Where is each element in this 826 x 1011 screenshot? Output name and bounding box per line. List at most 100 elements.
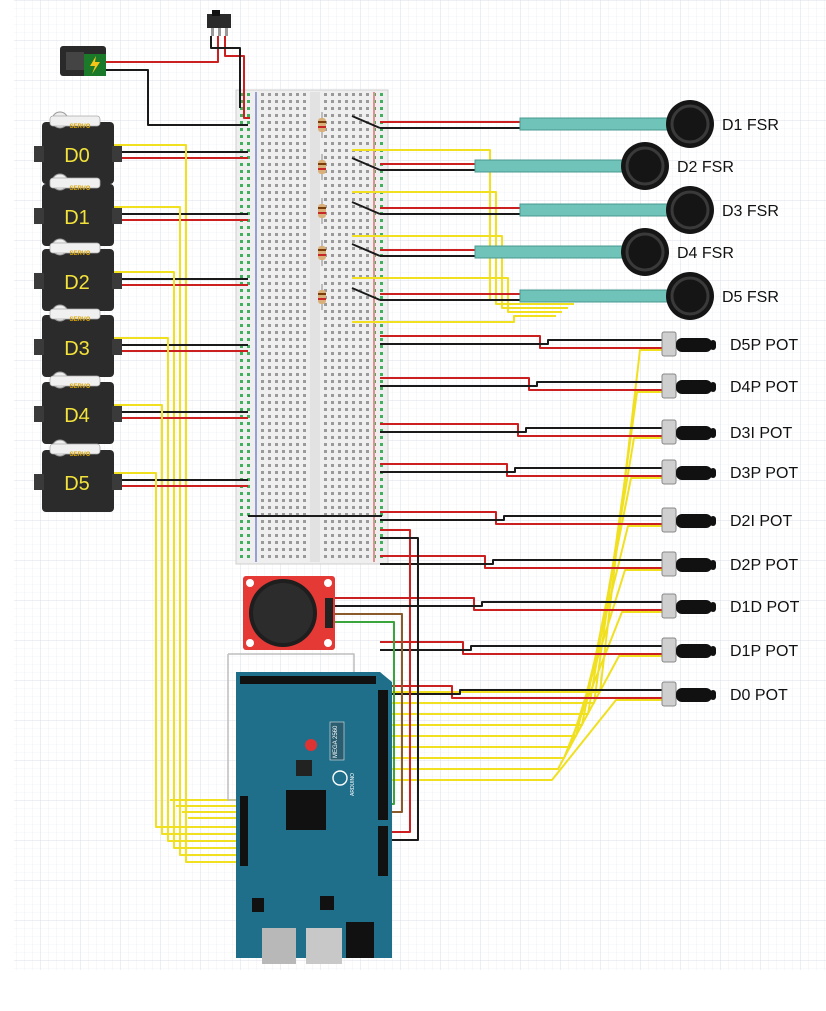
potentiometer-9: D0 POT [661, 681, 788, 707]
fsr-label: D2 FSR [677, 159, 734, 176]
board-model-text: MEGA 2560 [333, 725, 339, 758]
wire [380, 689, 662, 695]
potentiometer-3: D3I POT [661, 419, 792, 445]
servo-brand-text: SERVO [70, 251, 91, 257]
wiring [106, 36, 662, 863]
fsr-label: D5 FSR [722, 289, 779, 306]
wire [380, 685, 662, 699]
servo-brand-text: SERVO [70, 317, 91, 323]
power-bolt-icon [90, 56, 100, 74]
pot-label: D1P POT [730, 643, 798, 660]
wire [388, 611, 662, 759]
wire [106, 69, 248, 126]
servo-brand-text: SERVO [70, 452, 91, 458]
servo-d3: SERVO D3 [34, 304, 122, 377]
servo-brand-text: SERVO [70, 384, 91, 390]
fsr-label: D4 FSR [677, 245, 734, 262]
potentiometer-4: D3P POT [661, 459, 798, 485]
arduino-logo-icon [332, 770, 348, 786]
potentiometer-7: D1D POT [661, 593, 800, 619]
wire [380, 381, 662, 387]
servo-label: D5 [64, 473, 90, 495]
slide-switch [207, 10, 231, 36]
wire [112, 271, 244, 849]
fsr-label: D1 FSR [722, 117, 779, 134]
wire [380, 463, 662, 477]
pot-label: D5P POT [730, 337, 798, 354]
wire [351, 287, 381, 301]
servo-label: D4 [64, 405, 90, 427]
resistor [318, 154, 326, 180]
wire [352, 235, 568, 309]
servo-d2: SERVO D2 [34, 238, 122, 311]
resistor [318, 198, 326, 224]
servo-brand-text: SERVO [70, 186, 91, 192]
wire [112, 337, 244, 842]
wire [380, 423, 662, 437]
wire [380, 467, 662, 473]
servo-d4: SERVO D4 [34, 371, 122, 444]
servo-label: D0 [64, 145, 90, 167]
wire [112, 206, 244, 856]
wire [380, 645, 662, 651]
potentiometer-8: D1P POT [661, 637, 798, 663]
servo-d1: SERVO D1 [34, 173, 122, 246]
fsr-sensor-3: D3 FSR [519, 186, 779, 234]
fsr-sensor-2: D2 FSR [474, 142, 734, 190]
pot-label: D2P POT [730, 557, 798, 574]
wire [380, 559, 662, 565]
wire [380, 597, 662, 611]
wire [380, 377, 662, 391]
wire [388, 525, 662, 737]
wire [380, 515, 662, 521]
wire [333, 605, 419, 841]
wire [351, 115, 381, 129]
servo-label: D1 [64, 207, 90, 229]
reset-button [305, 739, 317, 751]
wire [228, 653, 355, 672]
wire [112, 144, 244, 863]
pot-label: D3I POT [730, 425, 792, 442]
potentiometer-2: D4P POT [661, 373, 798, 399]
servo-label: D2 [64, 272, 90, 294]
wire [351, 157, 381, 171]
brand-text: ARDUINO [350, 773, 356, 796]
wire [333, 613, 403, 813]
fsr-label: D3 FSR [722, 203, 779, 220]
breadboard [235, 89, 389, 565]
servo-label: D3 [64, 338, 90, 360]
fsr-sensor-5: D5 FSR [519, 272, 779, 320]
pot-label: D3P POT [730, 465, 798, 482]
wire [388, 699, 662, 781]
wire [112, 404, 244, 835]
pot-label: D1D POT [730, 599, 800, 616]
potentiometer-6: D2P POT [661, 551, 798, 577]
fsr-sensor-1: D1 FSR [519, 100, 779, 148]
servo-d0: SERVO D0 [34, 111, 122, 184]
pot-label: D0 POT [730, 687, 788, 704]
wire [351, 243, 381, 257]
joystick-module [243, 576, 335, 650]
wire [352, 315, 556, 323]
wire [351, 201, 381, 215]
wire [380, 529, 411, 598]
wire [380, 339, 662, 345]
wire [380, 537, 419, 606]
pot-label: D2I POT [730, 513, 792, 530]
wire [333, 597, 411, 833]
wire [380, 601, 662, 607]
resistor [318, 284, 326, 310]
servo-brand-text: SERVO [70, 124, 91, 130]
wire [112, 472, 244, 828]
fsr-sensor-4: D4 FSR [474, 228, 734, 276]
wire [380, 641, 662, 655]
pot-label: D4P POT [730, 379, 798, 396]
wire [388, 569, 662, 748]
potentiometer-1: D5P POT [661, 331, 798, 357]
resistor [318, 112, 326, 138]
potentiometer-5: D2I POT [661, 507, 792, 533]
power-jack [60, 46, 106, 76]
arduino-board: MEGA 2560 ARDUINO [236, 672, 392, 964]
wire [106, 36, 219, 63]
